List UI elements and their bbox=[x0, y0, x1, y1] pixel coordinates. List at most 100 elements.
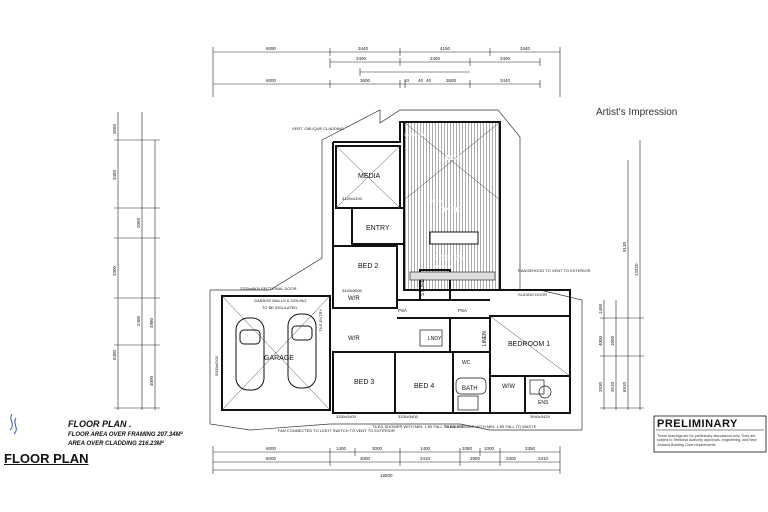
left-dimensions bbox=[114, 112, 160, 410]
room-wc: WC bbox=[462, 360, 471, 366]
room-ens: ENS bbox=[538, 400, 549, 406]
dim-top-7: 3400 bbox=[500, 56, 511, 61]
dim-right-1: 1400 bbox=[598, 303, 603, 314]
roof-outline bbox=[209, 109, 583, 431]
note-sliding: SLIDING DOOR bbox=[518, 292, 547, 297]
dim-top-3: 4150 bbox=[440, 46, 451, 51]
dim-bottom-12: 3300 bbox=[506, 456, 517, 461]
bottom-dimensions bbox=[212, 446, 561, 474]
note-garage-door: 2320x4800 SECTIONAL DOOR bbox=[240, 286, 297, 291]
dim-right-5: 9130 bbox=[622, 241, 627, 252]
note-fan: FAN CONNECTED TO LIGHT SWITCH TO VENT TO… bbox=[278, 428, 395, 433]
room-bedroom1-size: 3940x3420 bbox=[530, 414, 551, 419]
note-rangehood: RANGEHOOD TO VENT TO EXTERIOR bbox=[518, 268, 591, 273]
dim-right-7: 3510 bbox=[610, 381, 615, 392]
dim-left-5: 2400 bbox=[136, 315, 141, 326]
dim-top-14: 3440 bbox=[500, 78, 511, 83]
room-bedroom1: BEDROOM 1 bbox=[508, 341, 550, 348]
room-linen: LINEN bbox=[482, 331, 488, 346]
room-entry: ENTRY bbox=[366, 225, 390, 232]
house-walls bbox=[221, 121, 571, 414]
room-lounge: LOUNGE bbox=[432, 155, 462, 162]
floor-area-framing: FLOOR AREA OVER FRAMING 207.34M² bbox=[68, 432, 183, 438]
room-psa1: PSA bbox=[398, 308, 407, 313]
room-kitchen-size: 4100x2800 bbox=[432, 264, 453, 269]
bathroom-fixtures bbox=[419, 329, 552, 411]
dim-bottom-7: 3350 bbox=[525, 446, 536, 451]
room-garage: GARAGE bbox=[264, 355, 294, 362]
room-diagonals bbox=[221, 121, 571, 411]
dim-left-3: 2050 bbox=[136, 217, 141, 228]
preliminary-stamp bbox=[653, 415, 767, 453]
room-garage-size: 5000x6200 bbox=[214, 355, 219, 376]
note-garage-walls: GARAGE WALLS & CEILING bbox=[254, 298, 307, 303]
room-bed4: BED 4 bbox=[414, 383, 434, 390]
kitchen-island bbox=[429, 231, 479, 245]
car-icons bbox=[235, 313, 317, 391]
dim-right-2: 4000 bbox=[598, 335, 603, 346]
room-psa2: PSA bbox=[458, 308, 467, 313]
floor-area-cladding: AREA OVER CLADDING 216.23M² bbox=[68, 441, 164, 447]
dim-right-8: 13320 bbox=[634, 263, 639, 276]
room-wr2: W/R bbox=[348, 336, 360, 342]
room-bed3-size: 3330x3400 bbox=[336, 414, 357, 419]
room-bed2: BED 2 bbox=[358, 263, 378, 270]
preliminary-label: PRELIMINARY bbox=[657, 418, 738, 430]
dim-bottom-2: 1400 bbox=[336, 446, 347, 451]
dim-left-2: 3450 bbox=[112, 169, 117, 180]
dim-bottom-4: 1400 bbox=[420, 446, 431, 451]
dim-bottom-6: 1000 bbox=[484, 446, 495, 451]
dim-top-4: 3440 bbox=[520, 46, 531, 51]
dim-right-3: 1000 bbox=[610, 335, 615, 346]
dim-top-6: 2400 bbox=[430, 56, 441, 61]
dim-top-8: 6000 bbox=[266, 78, 277, 83]
room-kitchen: KITCHEN bbox=[432, 255, 463, 262]
note-cladding: VERT. OBLIQUE CLADDING bbox=[292, 126, 344, 131]
dim-bottom-14: 18500 bbox=[380, 473, 393, 478]
dim-bottom-5: 1080 bbox=[462, 446, 473, 451]
dim-left-6: 6400 bbox=[112, 349, 117, 360]
room-wiw: W/W bbox=[502, 384, 515, 390]
dim-left-4: 3300 bbox=[112, 265, 117, 276]
dim-bottom-3: 3000 bbox=[372, 446, 383, 451]
dim-top-5: 3400 bbox=[356, 56, 367, 61]
dim-top-2: 3440 bbox=[358, 46, 369, 51]
room-store: STORE bbox=[420, 278, 426, 296]
room-media-size: 3120x4100 bbox=[342, 196, 363, 201]
floor-plan-caption: FLOOR PLAN bbox=[4, 451, 89, 466]
room-lndy: LNDY bbox=[428, 336, 442, 342]
dim-left-8: 4000 bbox=[149, 375, 154, 386]
dim-top-12: 40 bbox=[426, 78, 432, 83]
room-bath: BATH bbox=[462, 386, 478, 392]
room-bed2-size: 3420x3000 bbox=[342, 288, 363, 293]
architect-logo bbox=[9, 413, 17, 435]
note-tiled1: TILED SHOWER WITH MIN. 1:50 FALL TO WAST… bbox=[372, 424, 465, 429]
artist-impression-label: Artist's Impression bbox=[596, 107, 678, 118]
room-dining: DINING bbox=[438, 207, 463, 214]
dim-bottom-13: 3310 bbox=[538, 456, 549, 461]
dim-right-4: 3930 bbox=[598, 381, 603, 392]
dim-top-10: 10 bbox=[404, 78, 410, 83]
room-bed3: BED 3 bbox=[354, 379, 374, 386]
dim-top-9: 3600 bbox=[360, 78, 371, 83]
note-insulated: TO BE INSULATED. bbox=[262, 305, 298, 310]
floor-plan-title: FLOOR PLAN . bbox=[68, 419, 132, 429]
room-wr1: W/R bbox=[348, 296, 360, 302]
dim-top-11: 40 bbox=[418, 78, 424, 83]
dim-top-1: 6090 bbox=[266, 46, 277, 51]
dim-top-13: 3600 bbox=[446, 78, 457, 83]
dim-bottom-11: 2900 bbox=[470, 456, 481, 461]
dim-bottom-1: 6000 bbox=[266, 446, 277, 451]
dim-left-7: 4980 bbox=[149, 317, 154, 328]
dim-bottom-9: 3000 bbox=[360, 456, 371, 461]
dim-left-1: 3550 bbox=[112, 123, 117, 134]
top-dimensions bbox=[212, 47, 561, 97]
room-dining-size: 3460x3600 bbox=[424, 198, 445, 203]
room-lounge-size: 3600x4250 bbox=[404, 132, 425, 137]
preliminary-disclaimer: These drawings are for preliminary discu… bbox=[657, 434, 757, 447]
dim-bottom-10: 3410 bbox=[420, 456, 431, 461]
room-bed4-size: 3330x3400 bbox=[398, 414, 419, 419]
room-media: MEDIA bbox=[358, 173, 381, 180]
note-tile-entry: TILE ENTRY bbox=[318, 309, 323, 332]
